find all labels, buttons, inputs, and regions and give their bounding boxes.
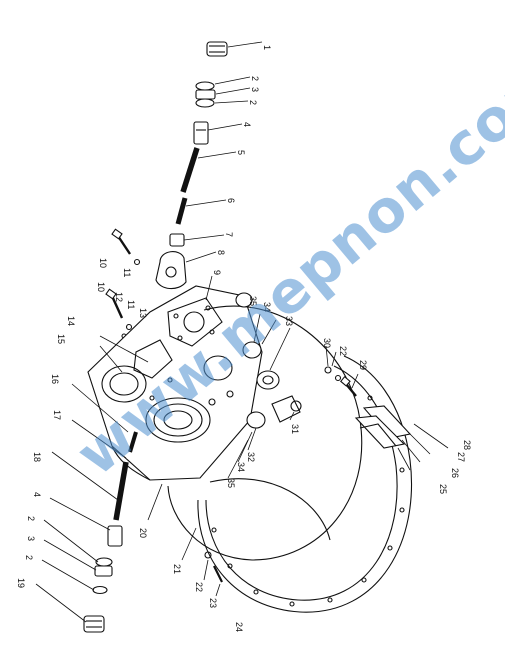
callout: 2 xyxy=(250,76,260,81)
callout: 17 xyxy=(52,410,62,420)
callout: 2 xyxy=(24,555,34,560)
callout: 9 xyxy=(212,270,222,275)
callout: 19 xyxy=(16,578,26,588)
callout: 26 xyxy=(450,468,460,478)
upper-washers-part xyxy=(195,81,216,108)
callout: 18 xyxy=(32,452,42,462)
callout: 31 xyxy=(290,424,300,434)
callout: 12 xyxy=(114,292,124,302)
callout-labels: 1 2 3 2 4 5 6 7 8 9 10 11 10 12 11 13 14… xyxy=(16,45,472,632)
bell-housing-part xyxy=(167,305,412,613)
side-fittings-part xyxy=(235,292,302,429)
callout: 33 xyxy=(284,316,294,326)
callout: 22 xyxy=(194,582,204,592)
callout: 30 xyxy=(322,338,332,348)
adapter-part xyxy=(169,233,185,247)
top-plug-part xyxy=(206,41,228,57)
right-bolts-part xyxy=(324,366,357,397)
callout: 2 xyxy=(248,100,258,105)
inspection-cover-part xyxy=(354,405,412,449)
upper-hose-part xyxy=(180,147,200,193)
callout: 11 xyxy=(126,300,136,309)
callout: 8 xyxy=(216,250,226,255)
callout: 27 xyxy=(456,452,466,462)
callout: 14 xyxy=(66,316,76,326)
callout: 10 xyxy=(98,258,108,268)
callout: 15 xyxy=(56,334,66,344)
callout: 20 xyxy=(138,528,148,538)
callout: 1 xyxy=(262,45,272,50)
gear-housing-part xyxy=(87,285,263,481)
callout: 2 xyxy=(26,516,36,521)
callout: 4 xyxy=(32,492,42,497)
lower-hose-part xyxy=(107,431,138,547)
callout: 22 xyxy=(338,346,348,356)
callout: 24 xyxy=(234,622,244,632)
callout: 34 xyxy=(236,462,246,472)
callout: 28 xyxy=(462,440,472,450)
callout: 21 xyxy=(172,564,182,574)
lower-washers-part xyxy=(83,557,113,633)
callout: 7 xyxy=(224,232,234,237)
lower-pin-part xyxy=(204,551,223,583)
callout: 35 xyxy=(226,478,236,488)
upper-fitting-part xyxy=(193,121,209,145)
callout: 6 xyxy=(226,198,236,203)
elbow-fitting-part xyxy=(155,251,187,290)
callout: 16 xyxy=(50,374,60,384)
callout: 34 xyxy=(262,302,272,312)
left-bolts-part xyxy=(105,228,141,339)
leader-lines xyxy=(35,41,449,623)
callout: 29 xyxy=(358,360,368,370)
watermark-text: www.mepnon.com xyxy=(63,42,505,488)
callout: 10 xyxy=(96,282,106,292)
callout: 25 xyxy=(438,484,448,494)
callout: 32 xyxy=(246,452,256,462)
callout: 13 xyxy=(138,308,148,318)
callout: 23 xyxy=(208,598,218,608)
short-tube-part xyxy=(175,197,188,225)
callout: 3 xyxy=(26,536,36,541)
callout: 5 xyxy=(236,150,246,155)
callout: 4 xyxy=(242,122,252,127)
callout: 35 xyxy=(248,296,258,306)
callout: 3 xyxy=(250,87,260,92)
callout: 11 xyxy=(122,268,132,277)
diagram-artwork xyxy=(35,41,449,633)
